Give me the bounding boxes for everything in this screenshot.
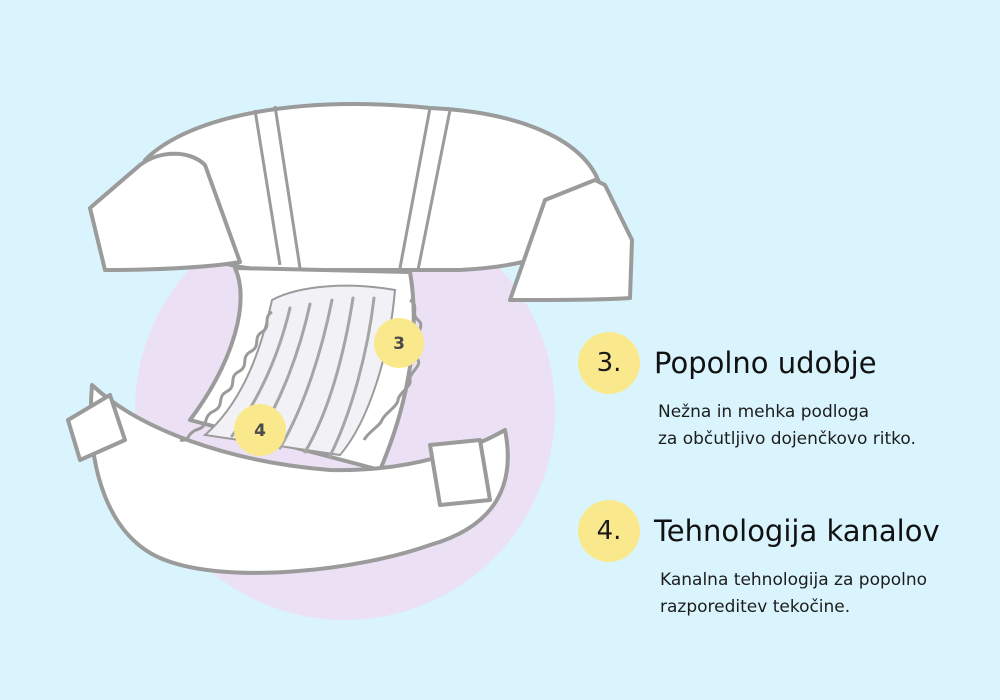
diagram-marker-4: 4 (234, 404, 286, 456)
diagram-marker-3: 3 (374, 318, 424, 368)
waistband-lines (253, 105, 452, 271)
feature-channels: 4. Tehnologija kanalov Kanalna tehnologi… (578, 499, 988, 621)
feature-channels-header: 4. Tehnologija kanalov (578, 499, 988, 563)
diagram-marker-4-label: 4 (254, 421, 266, 441)
feature-comfort-header: 3. Popolno udobje (578, 331, 988, 395)
diaper-front-right-tab (428, 438, 492, 507)
feature-channels-number: 4. (578, 500, 640, 562)
feature-comfort-number: 3. (578, 332, 640, 394)
diaper-right-tab (508, 178, 634, 302)
leg-cuffs (179, 298, 424, 442)
diagram-marker-3-label: 3 (393, 334, 405, 354)
feature-comfort: 3. Popolno udobje Nežna in mehka podloga… (578, 331, 988, 453)
feature-channels-title: Tehnologija kanalov (654, 514, 940, 548)
feature-channels-description: Kanalna tehnologija za popolno razporedi… (660, 570, 928, 617)
diaper-front-panel (88, 383, 510, 575)
diaper-front-left-tab (66, 393, 127, 462)
feature-comfort-description: Nežna in mehka podloga za občutljivo doj… (658, 402, 916, 449)
diaper-left-tab (88, 151, 242, 272)
feature-comfort-title: Popolno udobje (654, 346, 877, 380)
